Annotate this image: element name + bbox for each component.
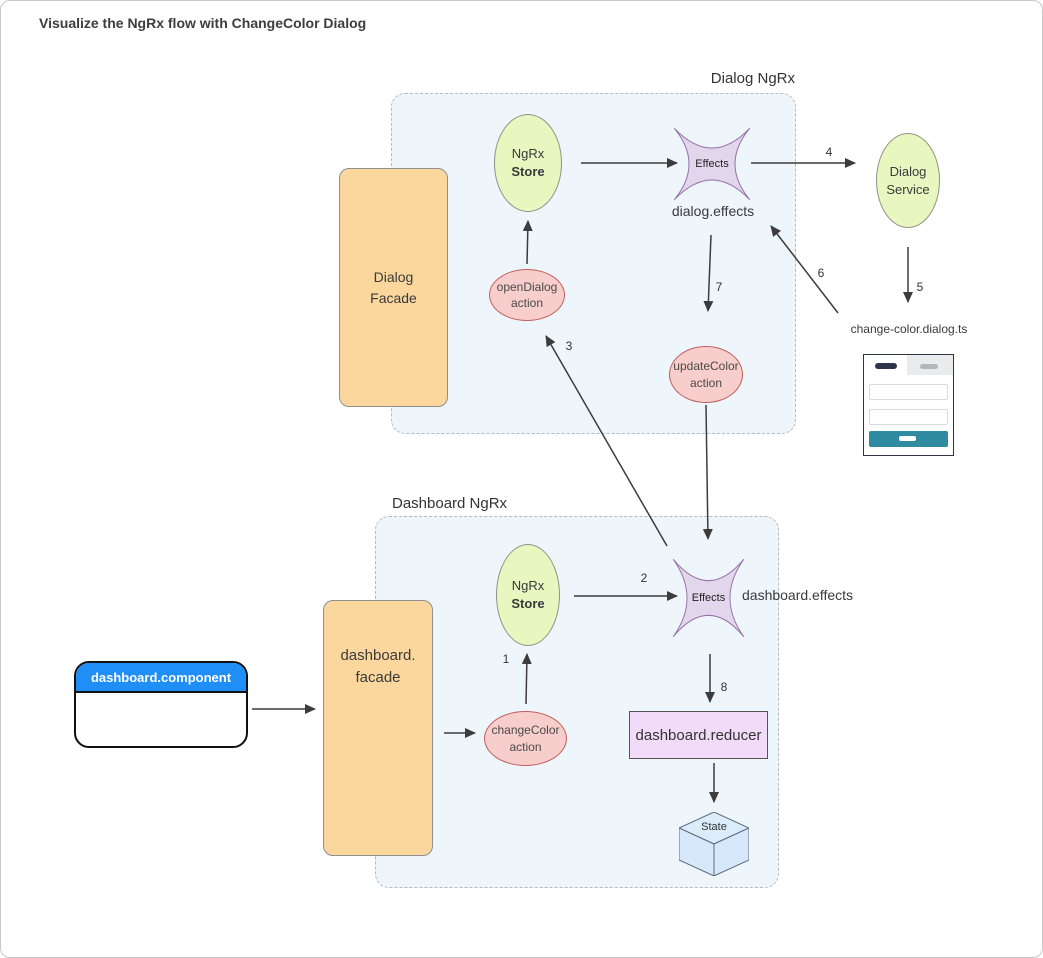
dialog-form-mockup — [863, 354, 954, 456]
step-number-5: 5 — [916, 280, 924, 294]
dashboard-facade-label: dashboard. facade — [340, 647, 416, 686]
page-title: Visualize the NgRx flow with ChangeColor… — [39, 15, 367, 31]
mockup-active-tab-pill — [875, 363, 897, 369]
dashboard-effects-shape-label: Effects — [691, 592, 726, 604]
mockup-input-field-1 — [869, 384, 948, 400]
state-cube-label: State — [701, 821, 727, 833]
dashboard-component-node: dashboard.component — [74, 661, 248, 748]
dashboard-ngrx-store-node: NgRx Store — [496, 544, 560, 646]
mockup-button-label-pill — [899, 436, 916, 441]
open-dialog-action-node: openDialog action — [489, 269, 565, 321]
update-color-action-node: updateColor action — [669, 346, 743, 403]
dashboard-component-header: dashboard.component — [76, 663, 246, 693]
dashboard-ngrx-label: Dashboard NgRx — [392, 495, 508, 512]
step-number-1: 1 — [502, 652, 510, 666]
open-dialog-action-label: openDialog action — [496, 279, 558, 310]
dialog-service-node: Dialog Service — [876, 133, 940, 228]
dialog-ngrx-store-node: NgRx Store — [494, 114, 562, 212]
step-number-8: 8 — [720, 680, 728, 694]
dashboard-facade-node: dashboard. facade — [323, 600, 433, 856]
dashboard-effects-node: Effects — [673, 559, 744, 637]
four-point-star-shape — [674, 128, 750, 200]
mockup-submit-button — [869, 431, 948, 447]
dialog-facade-label: Dialog Facade — [370, 269, 417, 306]
step-number-6: 6 — [817, 266, 825, 280]
step-number-2: 2 — [640, 571, 648, 585]
change-color-action-label: changeColor action — [491, 723, 560, 754]
dashboard-reducer-node: dashboard.reducer — [629, 711, 768, 759]
dashboard-effects-filename-label: dashboard.effects — [742, 587, 854, 603]
change-color-action-node: changeColor action — [484, 711, 567, 766]
step-number-7: 7 — [715, 280, 723, 294]
dialog-store-label: NgRx Store — [511, 146, 545, 179]
four-point-star-shape — [673, 559, 744, 637]
mockup-input-field-2 — [869, 409, 948, 425]
change-color-dialog-file-label: change-color.dialog.ts — [850, 322, 968, 336]
dialog-effects-filename-label: dialog.effects — [671, 203, 755, 219]
dialog-facade-node: Dialog Facade — [339, 168, 448, 407]
state-cube-shape — [679, 812, 749, 876]
step-number-4: 4 — [825, 145, 833, 159]
step-number-3: 3 — [565, 339, 573, 353]
mockup-inactive-tab-pill — [920, 364, 938, 369]
dialog-effects-node: Effects — [674, 128, 750, 200]
dialog-ngrx-label: Dialog NgRx — [710, 70, 795, 87]
dialog-effects-shape-label: Effects — [695, 158, 729, 170]
update-color-action-label: updateColor action — [673, 359, 739, 390]
dashboard-store-label: NgRx Store — [511, 578, 545, 611]
dialog-service-label: Dialog Service — [886, 163, 930, 197]
